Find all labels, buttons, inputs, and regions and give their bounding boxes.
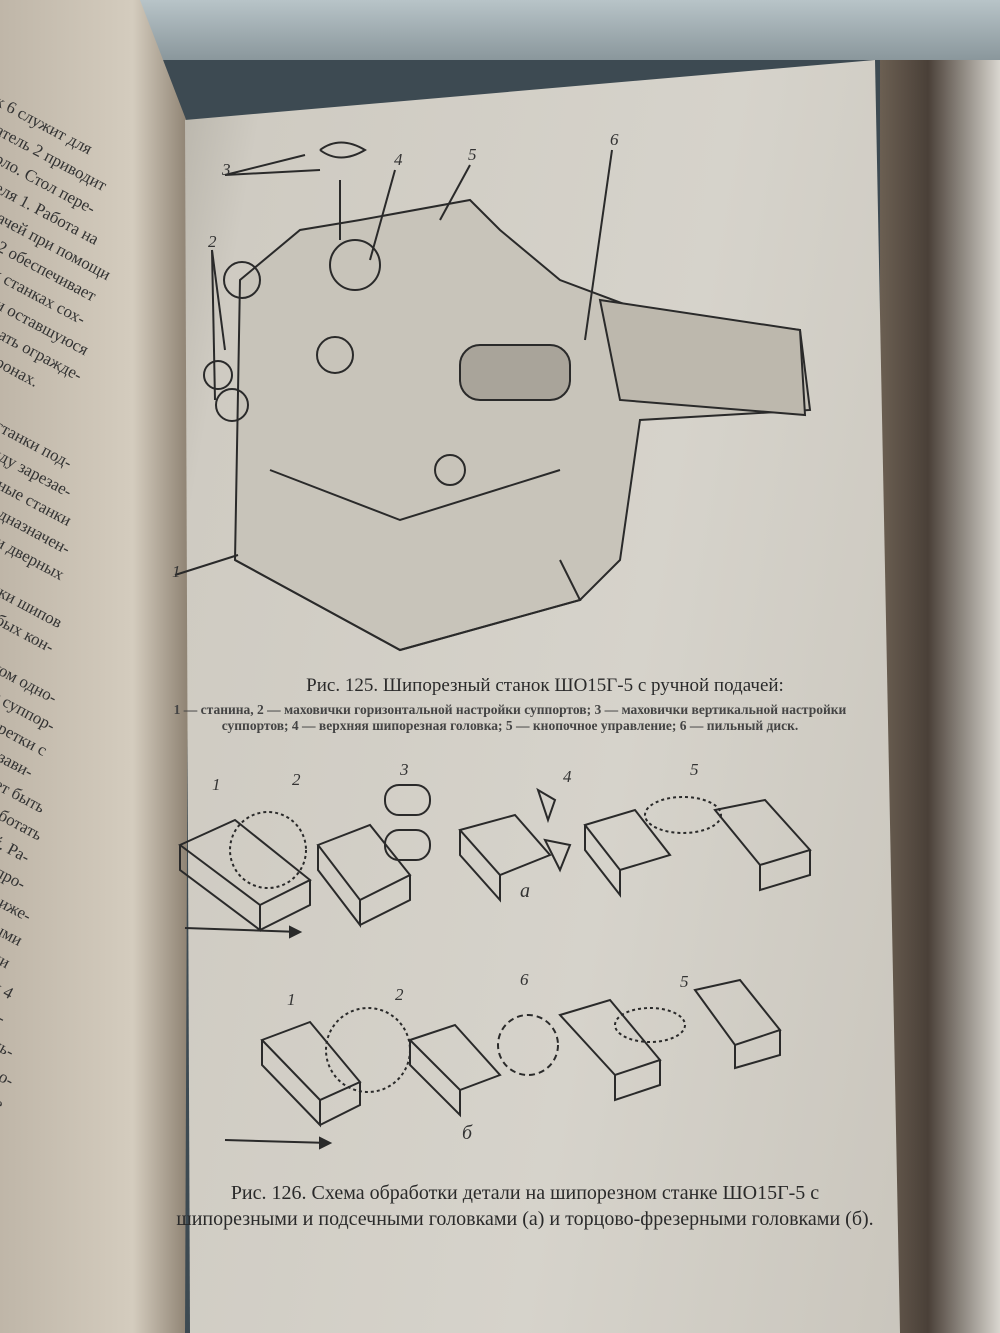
figure-125-caption-title: Рис. 125. Шипорезный станок ШО15Г-5 с ру… bbox=[306, 675, 784, 696]
fig126a-label-4: 4 bbox=[563, 767, 572, 786]
fig126a-label-1: 1 bbox=[212, 775, 221, 794]
fig125-label-5: 5 bbox=[468, 145, 477, 164]
fig125-label-1: 1 bbox=[172, 562, 181, 581]
fig125-label-4: 4 bbox=[394, 150, 403, 169]
fig126b-label-2: 2 bbox=[395, 985, 404, 1004]
fig126b-label-5: 5 bbox=[680, 972, 689, 991]
fig126b-label-6: 6 bbox=[520, 970, 529, 989]
fig126a-label-5: 5 bbox=[690, 760, 699, 779]
figure-126-caption: Рис. 126. Схема обработки детали на шипо… bbox=[176, 1182, 874, 1230]
figure-126-diagram bbox=[178, 784, 812, 1150]
book-edge bbox=[880, 60, 1000, 1333]
fig126-letter-b: б bbox=[462, 1122, 473, 1144]
fig126-letter-a: а bbox=[520, 880, 530, 902]
fig125-label-2: 2 bbox=[208, 232, 217, 251]
fig125-label-3: 3 bbox=[222, 160, 231, 179]
fig126b-label-1: 1 bbox=[287, 990, 296, 1009]
background-desk bbox=[0, 0, 1000, 60]
figure-125-caption-legend: 1 — станина, 2 — маховички горизонтально… bbox=[173, 702, 847, 733]
fig126a-label-3: 3 bbox=[400, 760, 409, 779]
left-page bbox=[0, 0, 190, 1333]
fig126a-label-2: 2 bbox=[292, 770, 301, 789]
fig125-label-6: 6 bbox=[610, 130, 619, 149]
